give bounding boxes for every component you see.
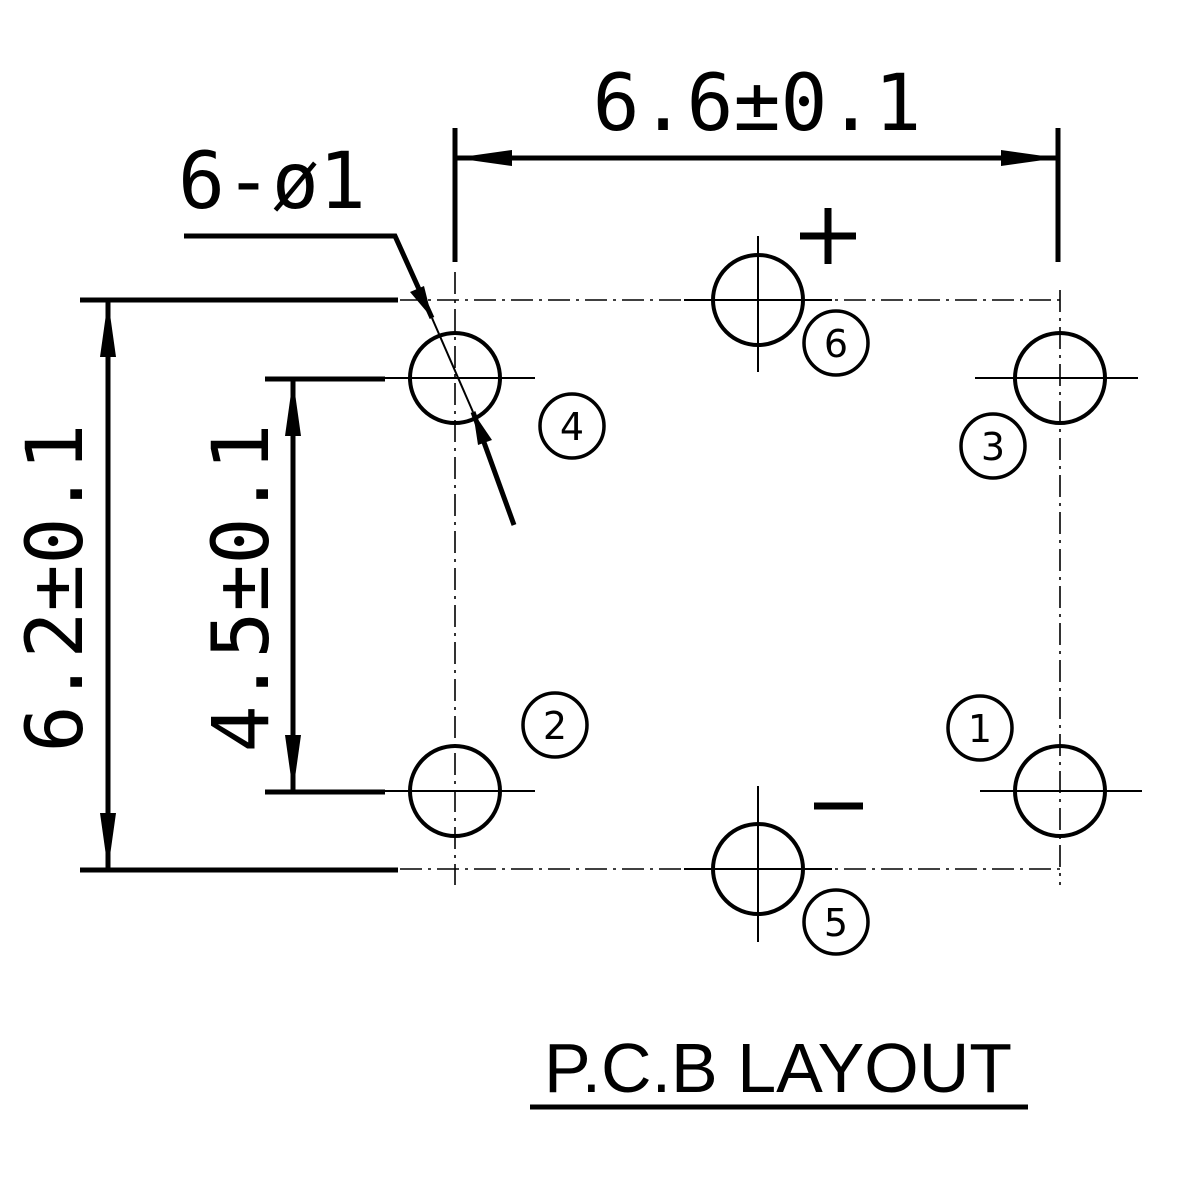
pin-number-4: 4 (560, 405, 584, 449)
width-dimension: 6.6±0.1 (452, 59, 1061, 262)
pin-badge-1: 1 (946, 694, 1014, 762)
pin-number-3: 3 (981, 425, 1005, 469)
pin-badge-2: 2 (521, 691, 589, 759)
title-text: P.C.B LAYOUT (544, 1029, 1012, 1107)
hole-pin2 (408, 744, 502, 838)
pin-badge-5: 5 (802, 888, 870, 956)
inner-arrow-bottom (285, 735, 301, 792)
holes (408, 253, 1107, 916)
pin-badge-3: 3 (959, 412, 1027, 480)
hole-pin6 (711, 253, 805, 347)
pin-number-2: 2 (543, 704, 567, 748)
outer-height-dimension: 6.2±0.1 (11, 297, 398, 873)
pin-number-5: 5 (824, 901, 848, 945)
centerlines (380, 236, 1142, 942)
inner-height-label: 4.5±0.1 (197, 424, 287, 753)
pin-badge-6: 6 (802, 309, 870, 377)
drawing-title: P.C.B LAYOUT (530, 1029, 1028, 1110)
hole-pin4 (408, 331, 502, 425)
hole-pin1 (1013, 744, 1107, 838)
outer-arrow-bottom (100, 813, 116, 870)
polarity-minus: − (814, 802, 863, 810)
polarity-plus: + (800, 208, 856, 264)
hole-pin3 (1013, 331, 1107, 425)
hole-leader-line (184, 233, 435, 320)
inner-height-dimension: 4.5±0.1 (197, 376, 385, 795)
pin-number-6: 6 (824, 322, 848, 366)
pin-badges: 1 2 3 4 5 6 (521, 309, 1027, 956)
hole-pin5 (711, 822, 805, 916)
inner-arrow-top (285, 379, 301, 436)
pin-number-1: 1 (968, 707, 992, 751)
hole-label: 6-ø1 (178, 137, 366, 227)
width-arrow-right (1001, 150, 1058, 166)
width-label: 6.6±0.1 (593, 59, 922, 149)
hole-callout: 6-ø1 (178, 137, 517, 526)
pin-badge-4: 4 (538, 392, 606, 460)
outer-height-label: 6.2±0.1 (11, 424, 101, 753)
hole-leader-through (431, 317, 474, 413)
width-arrow-left (455, 150, 512, 166)
hole-leader-arrow-bottom (473, 412, 492, 445)
outer-arrow-top (100, 300, 116, 357)
hole-leader-arrow-top (410, 286, 432, 318)
